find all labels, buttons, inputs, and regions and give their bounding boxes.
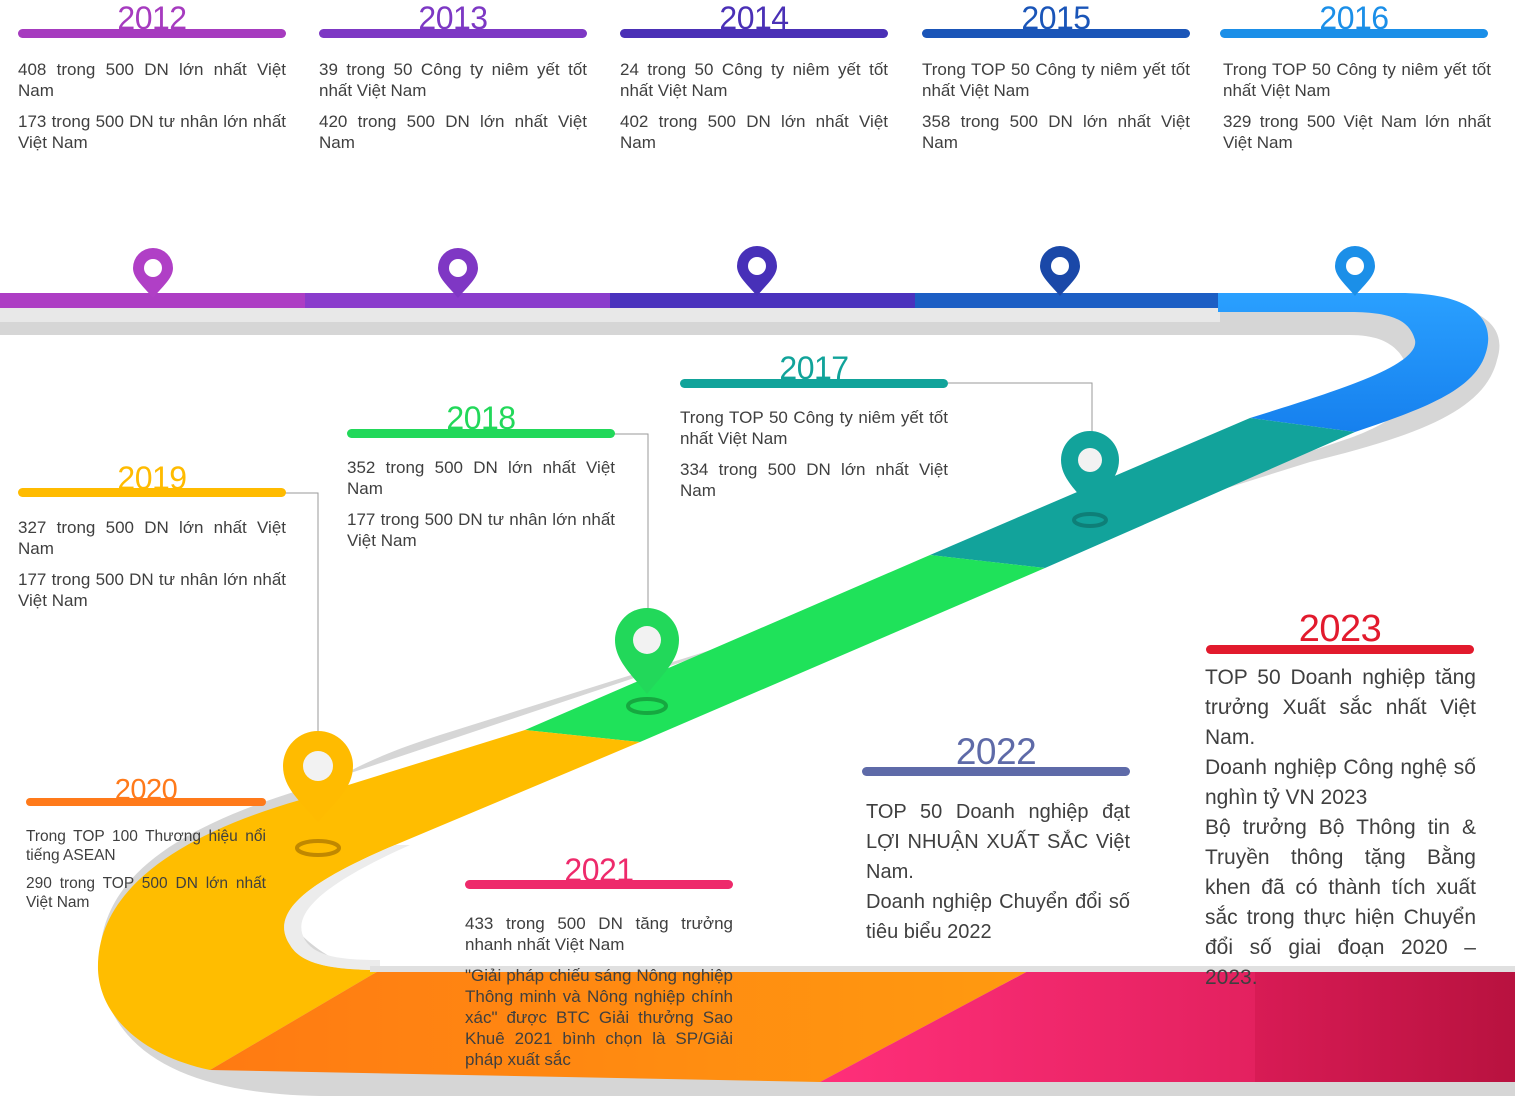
road-bottom-edge [370,966,1515,972]
text-2022: TOP 50 Doanh nghiệp đạt LỢI NHUẬN XUẤT S… [866,797,1130,947]
text-2023: TOP 50 Doanh nghiệp tăng trưởng Xuất sắc… [1205,663,1476,993]
bar-2022 [862,767,1130,776]
bar-2020 [26,798,266,806]
text-2016: Trong TOP 50 Công ty niêm yết tốt nhất V… [1223,59,1491,163]
bar-2015 [922,29,1190,38]
leader-line-2019 [285,492,319,735]
item: 329 trong 500 Việt Nam lớn nhất Việt Nam [1223,112,1491,152]
item: 290 trong TOP 500 DN lớn nhất Việt Nam [26,875,266,911]
pin-2018 [615,608,679,715]
bar-2023 [1206,645,1474,654]
road-segment-2021 [820,970,1255,1082]
pin-2019 [283,731,353,857]
bar-2016 [1220,29,1488,38]
text-2012: 408 trong 500 DN lớn nhất Việt Nam 173 t… [18,59,286,163]
road-top-edge [0,308,1220,322]
item: Trong TOP 50 Công ty niêm yết tốt nhất V… [922,60,1190,100]
text-2020: Trong TOP 100 Thương hiệu nổi tiếng ASEA… [26,827,266,922]
year-2022: 2022 [955,731,1037,772]
road-segment-2018 [525,555,1045,742]
road-segment-2017 [930,418,1355,568]
item: Bộ trưởng Bộ Thông tin & Truyền thông tặ… [1205,816,1476,989]
bar-2019 [18,488,286,497]
road-segment-2020 [210,970,1030,1082]
leader-line-2017 [948,382,1093,438]
text-2015: Trong TOP 50 Công ty niêm yết tốt nhất V… [922,59,1190,163]
road-segment-2023 [1255,970,1515,1082]
bar-2017 [680,379,948,388]
text-2013: 39 trong 50 Công ty niêm yết tốt nhất Vi… [319,59,587,163]
item: Trong TOP 50 Công ty niêm yết tốt nhất V… [1223,60,1491,100]
text-2021: 433 trong 500 DN tăng trưởng nhanh nhất … [465,913,733,1080]
pin-2012 [133,248,173,298]
pin-2015 [1040,246,1080,296]
pin-2014 [737,246,777,296]
item: Trong TOP 100 Thương hiệu nổi tiếng ASEA… [26,828,266,864]
item: Doanh nghiệp Công nghệ số nghìn tỷ VN 20… [1205,756,1476,809]
item: "Giải pháp chiếu sáng Nông nghiệp Thông … [465,966,733,1069]
item: TOP 50 Doanh nghiệp đạt LỢI NHUẬN XUẤT S… [866,801,1130,883]
pin-2017 [1061,431,1119,528]
bar-2018 [347,429,615,438]
bar-2012 [18,29,286,38]
road-inner-edge [284,845,410,970]
road-segment-2013 [305,293,610,311]
item: 334 trong 500 DN lớn nhất Việt Nam [680,460,948,500]
bar-2013 [319,29,587,38]
leader-line-2018 [614,433,649,612]
road-segment-2019 [97,730,640,1070]
pin-2016 [1335,246,1375,296]
item: 177 trong 500 DN tư nhân lớn nhất Việt N… [347,510,615,550]
item: 402 trong 500 DN lớn nhất Việt Nam [620,112,888,152]
item: 352 trong 500 DN lớn nhất Việt Nam [347,458,615,498]
item: Trong TOP 50 Công ty niêm yết tốt nhất V… [680,408,948,448]
item: 177 trong 500 DN tư nhân lớn nhất Việt N… [18,570,286,610]
item: 39 trong 50 Công ty niêm yết tốt nhất Vi… [319,60,587,100]
item: 420 trong 500 DN lớn nhất Việt Nam [319,112,587,152]
text-2019: 327 trong 500 DN lớn nhất Việt Nam 177 t… [18,517,286,621]
text-2018: 352 trong 500 DN lớn nhất Việt Nam 177 t… [347,457,615,561]
item: TOP 50 Doanh nghiệp tăng trưởng Xuất sắc… [1205,666,1476,749]
bar-2021 [465,880,733,889]
bar-2014 [620,29,888,38]
text-2017: Trong TOP 50 Công ty niêm yết tốt nhất V… [680,407,948,511]
item: 173 trong 500 DN tư nhân lớn nhất Việt N… [18,112,286,152]
item: 358 trong 500 DN lớn nhất Việt Nam [922,112,1190,152]
text-2014: 24 trong 50 Công ty niêm yết tốt nhất Vi… [620,59,888,163]
item: 327 trong 500 DN lớn nhất Việt Nam [18,518,286,558]
pin-2013 [438,248,478,298]
road-segment-2012 [0,293,305,311]
item: 24 trong 50 Công ty niêm yết tốt nhất Vi… [620,60,888,100]
item: 433 trong 500 DN tăng trưởng nhanh nhất … [465,914,733,954]
road-segment-2016 [1218,293,1489,432]
item: 408 trong 500 DN lớn nhất Việt Nam [18,60,286,100]
road-segment-2014 [610,293,915,311]
road-segment-2015 [915,293,1220,311]
year-2023: 2023 [1298,608,1382,650]
item: Doanh nghiệp Chuyển đổi số tiêu biểu 202… [866,891,1130,943]
